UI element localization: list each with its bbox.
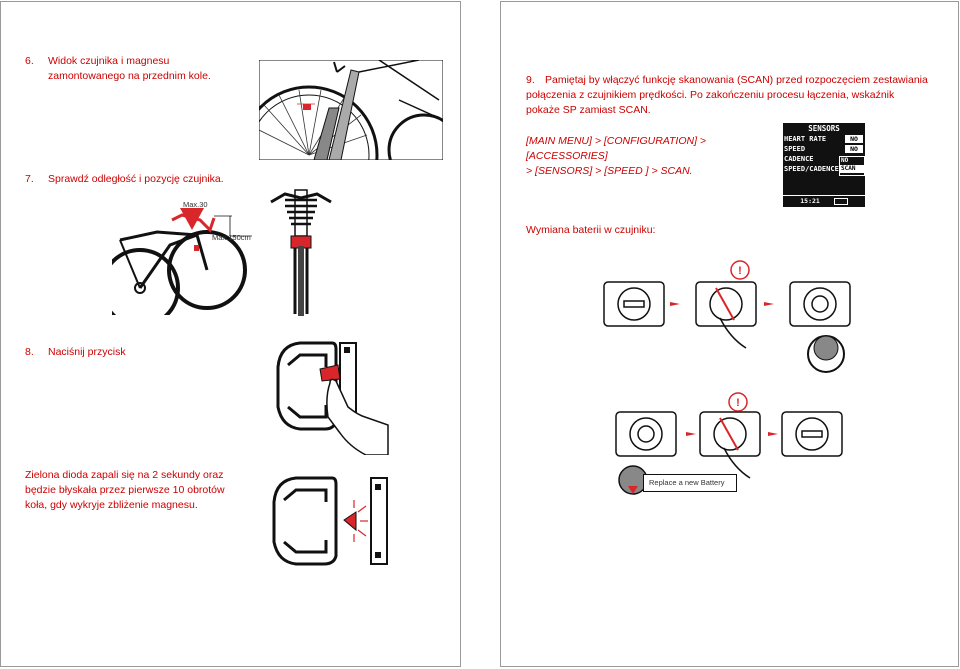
bicycle-front-illustration [270, 189, 332, 316]
step-9-line2: połączenia z czujnikiem prędkości. Po za… [526, 89, 895, 101]
lcd-title: SENSORS [808, 124, 840, 133]
step-6-line2: zamontowanego na przednim kole. [48, 70, 211, 82]
lcd-time: 15:21 [800, 197, 820, 205]
menu-path-line1: [MAIN MENU] > [CONFIGURATION] > [526, 135, 707, 147]
lcd-row-value: NO [845, 135, 863, 143]
step-9-line3: pokaże SP zamiast SCAN. [526, 104, 651, 116]
step-8-number: 8. [25, 346, 34, 358]
lcd-row-label: SPEED [784, 145, 806, 153]
lcd-option-no: NO [841, 157, 849, 164]
lcd-footer: 15:21 [783, 195, 865, 206]
step-6-number: 6. [25, 55, 34, 67]
menu-path-line3: > [SENSORS] > [SPEED ] > SCAN. [526, 165, 693, 177]
battery-heading: Wymiana baterii w czujniku: [526, 224, 656, 236]
led-blink-illustration [272, 476, 388, 566]
warning-icon: ! [736, 397, 740, 409]
lcd-row-label: CADENCE [784, 155, 814, 163]
battery-install-steps-illustration: ! [615, 392, 843, 479]
step-7-number: 7. [25, 173, 34, 185]
led-note-line3: koła, gdy wykryje zbliżenie magnesu. [25, 499, 198, 511]
lcd-option-menu: NO SCAN [839, 156, 865, 176]
step-6-line1: Widok czujnika i magnesu [48, 55, 170, 67]
new-battery-icon [618, 465, 648, 495]
lcd-row-value: NO [845, 145, 863, 153]
battery-removal-steps-illustration: ! [603, 260, 851, 373]
replace-battery-label: Replace a new Battery [649, 478, 725, 487]
lcd-row-label: SPEED/CADENCE [784, 165, 839, 173]
step-8-text: Naciśnij przycisk [48, 346, 126, 358]
step-7-text: Sprawdź odległość i pozycję czujnika. [48, 173, 224, 185]
dimension-max-150: Max.150cm [212, 233, 251, 242]
led-note-line1: Zielona dioda zapali się na 2 sekundy or… [25, 469, 224, 481]
step-9-line1: Pamiętaj by włączyć funkcję skanowania (… [545, 74, 928, 86]
press-button-illustration [276, 341, 389, 455]
lcd-option-scan: SCAN [840, 165, 864, 173]
device-lcd-screen: SENSORS HEART RATE NO SPEED NO CADENCE S… [783, 123, 865, 207]
step-9-number: 9. [526, 74, 535, 86]
lcd-row-label: HEART RATE [784, 135, 827, 143]
dimension-max-30: Max.30 [183, 200, 208, 209]
menu-path-line2: [ACCESSORIES] [526, 150, 608, 162]
warning-icon: ! [738, 265, 742, 277]
sensor-magnet-wheel-illustration [259, 60, 443, 160]
replace-battery-label-box: Replace a new Battery [643, 474, 737, 492]
led-note-line2: będzie błyskała przez pierwsze 10 obrotó… [25, 484, 225, 496]
bicycle-side-illustration [112, 208, 252, 315]
battery-icon [833, 197, 848, 205]
